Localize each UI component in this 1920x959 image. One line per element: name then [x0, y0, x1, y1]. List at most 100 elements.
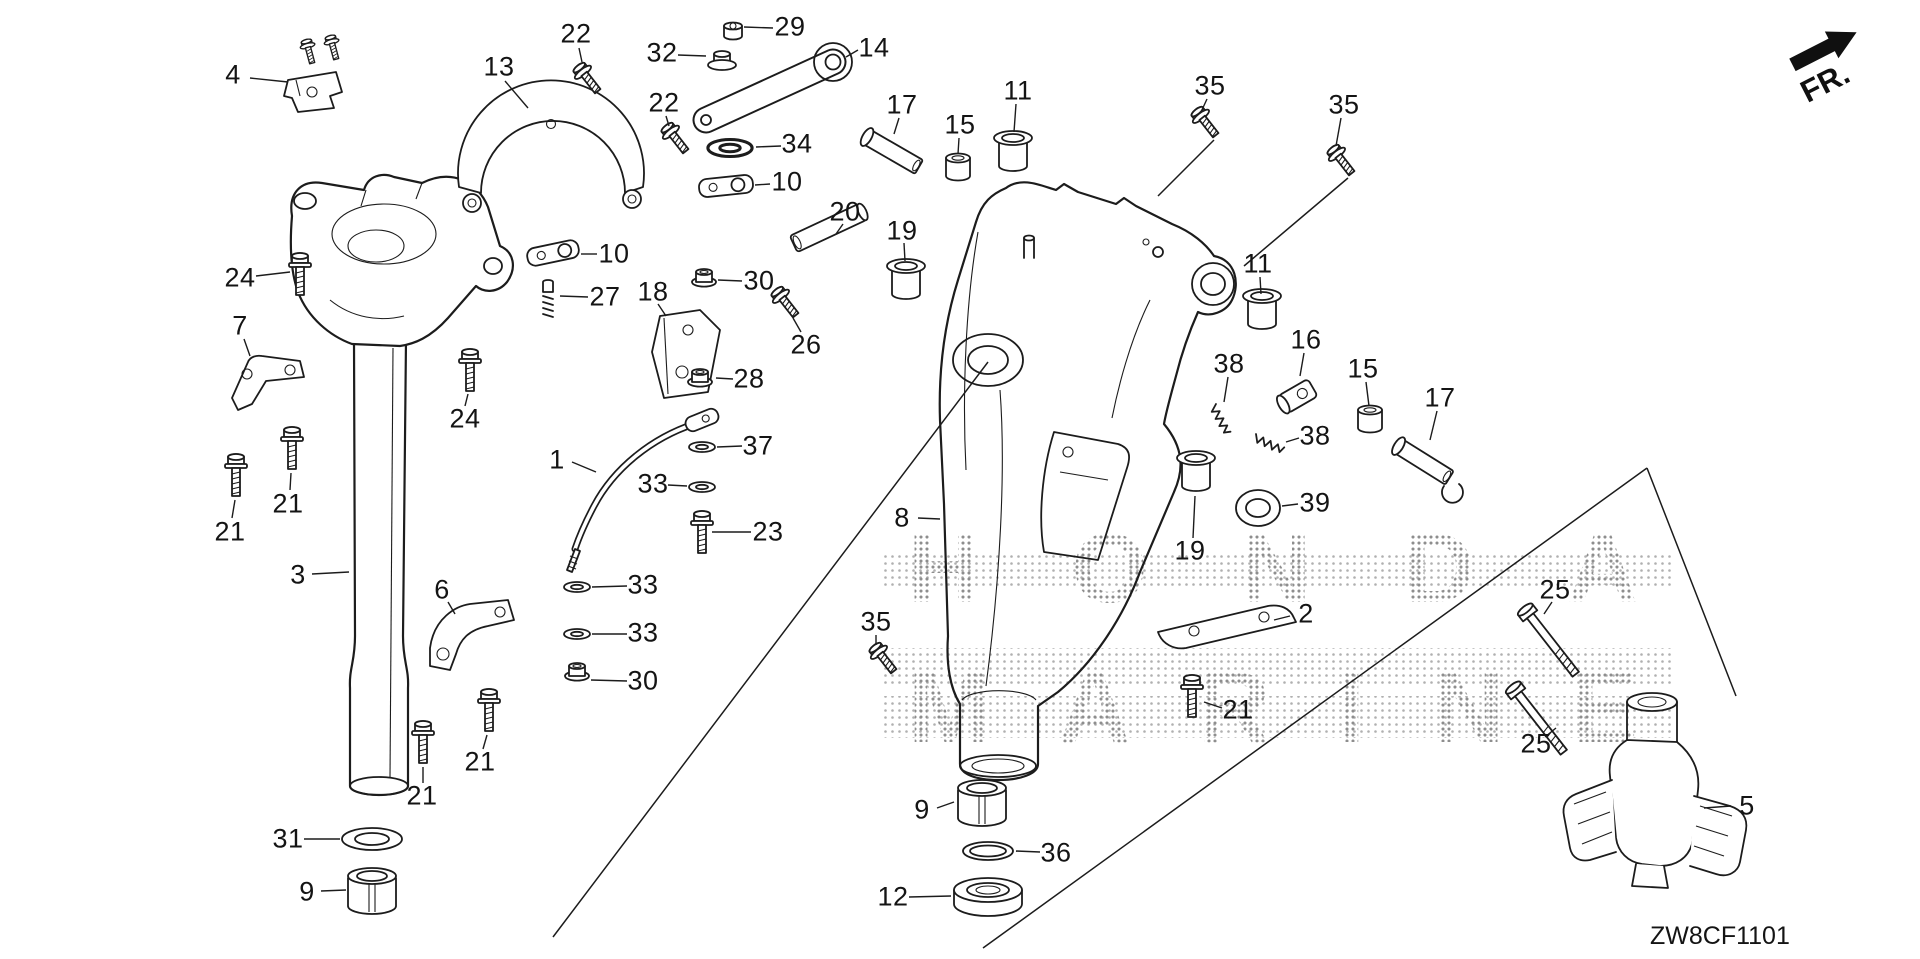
leader-line-11-41	[1259, 276, 1262, 295]
part-31-washer	[341, 827, 403, 851]
part-27-screw-spring	[542, 279, 554, 318]
leader-line-12-57	[908, 895, 952, 898]
part-10-plate	[526, 239, 580, 267]
leader-line-22-1	[578, 47, 583, 63]
leader-line-21-51	[1203, 701, 1223, 709]
part-label-9-39: 9	[299, 876, 315, 907]
leader-line-19-48	[1192, 495, 1196, 539]
part-label-14-4: 14	[858, 32, 890, 63]
part-10-plate	[698, 174, 754, 198]
part-2-lock-plate	[1157, 604, 1297, 650]
part-label-12-57: 12	[877, 881, 909, 912]
part-7-bracket	[231, 354, 305, 411]
part-3-mount-casting	[289, 173, 514, 348]
leader-line-10-8	[754, 183, 771, 186]
part-label-21-36: 21	[464, 746, 496, 777]
part-16-pivot	[1276, 379, 1318, 415]
leader-line-35-12	[1200, 98, 1208, 113]
part-label-21-29: 21	[214, 516, 246, 547]
part-32-flange-nut	[707, 50, 737, 71]
part-label-35-13: 35	[1328, 89, 1360, 120]
leader-line-28-23	[715, 377, 734, 380]
leader-line-11-11	[1013, 103, 1017, 133]
part-label-24-14: 24	[224, 262, 256, 293]
leader-line-34-7	[755, 145, 782, 148]
leader-line-17-46	[1429, 410, 1438, 441]
leader-line-9-55	[936, 801, 955, 809]
part-label-28-23: 28	[733, 363, 765, 394]
leader-line-4-0	[249, 77, 289, 83]
part-1-steering-rod	[566, 407, 720, 573]
part-label-21-51: 21	[1222, 694, 1254, 725]
leader-line-1-24	[571, 461, 597, 473]
part-label-3-31: 3	[290, 559, 306, 590]
watermark-band	[884, 552, 1674, 590]
part-label-33-26: 33	[637, 468, 669, 499]
part-label-33-32: 33	[627, 569, 659, 600]
part-label-30-35: 30	[627, 665, 659, 696]
leader-line-21-30	[289, 472, 292, 491]
part-label-22-6: 22	[648, 87, 680, 118]
leader-line-25-53	[1544, 727, 1557, 738]
leader-line-22-6	[665, 115, 670, 127]
leader-line-32-2	[677, 54, 707, 57]
part-5-stern-bracket	[1562, 692, 1748, 889]
part-label-8-40: 8	[894, 502, 910, 533]
leader-line-17-9	[893, 117, 900, 135]
part-label-15-10: 15	[944, 109, 976, 140]
part-label-21-37: 21	[406, 780, 438, 811]
part-label-10-15: 10	[598, 238, 630, 269]
leader-line-19-21	[903, 242, 906, 262]
leader-line-25-52	[1543, 601, 1553, 615]
part-label-9-55: 9	[914, 794, 930, 825]
leader-line-39-47	[1281, 503, 1299, 507]
part-label-19-21: 19	[886, 215, 918, 246]
leader-line-6-33	[447, 601, 456, 615]
leader-line-27-16	[559, 295, 589, 298]
leader-line-26-19	[792, 317, 802, 333]
part-label-15-45: 15	[1347, 353, 1379, 384]
part-4-bracket	[283, 32, 345, 113]
part-36-o-ring	[962, 841, 1014, 861]
leader-line-29-3	[743, 26, 774, 29]
part-label-35-50: 35	[860, 606, 892, 637]
leader-line-20-20	[835, 223, 844, 235]
part-label-17-9: 17	[886, 89, 918, 120]
part-label-22-1: 22	[560, 18, 592, 49]
leader-line-3-31	[311, 571, 350, 575]
leader-line-24-28	[464, 393, 469, 407]
part-label-18-17: 18	[637, 276, 669, 307]
part-8-swivel-case	[938, 181, 1237, 782]
part-label-29-3: 29	[774, 11, 806, 42]
part-label-36-56: 36	[1040, 837, 1072, 868]
leader-line-38-43	[1223, 376, 1229, 403]
fr-arrow-icon	[1789, 31, 1857, 72]
part-label-7-22: 7	[232, 310, 248, 341]
part-label-38-44: 38	[1299, 420, 1331, 451]
part-label-34-7: 34	[781, 128, 813, 159]
part-label-13-5: 13	[483, 51, 515, 82]
part-label-4-0: 4	[225, 59, 241, 90]
diagram-code: ZW8CF1101	[1650, 922, 1790, 950]
part-label-39-47: 39	[1299, 487, 1331, 518]
group-steering-shaft	[289, 173, 514, 797]
part-label-11-11: 11	[1003, 75, 1033, 106]
part-20-pin	[789, 202, 869, 253]
group-swivel-case	[938, 181, 1237, 782]
leader-line-33-32	[591, 585, 628, 588]
leader-line-8-40	[917, 517, 941, 520]
leader-line-38-44	[1285, 437, 1300, 443]
leader-line-7-22	[243, 338, 251, 357]
part-label-10-8: 10	[771, 166, 803, 197]
leader-line-30-35	[590, 679, 628, 682]
part-label-35-12: 35	[1194, 70, 1226, 101]
part-label-32-2: 32	[646, 37, 678, 68]
leader-line-15-45	[1365, 381, 1370, 407]
part-label-38-43: 38	[1213, 348, 1245, 379]
part-label-2-49: 2	[1298, 598, 1314, 629]
leader-line-15-10	[957, 137, 960, 155]
part-label-21-30: 21	[272, 488, 304, 519]
leader-line-21-29	[231, 499, 236, 519]
part-13-bracket	[457, 79, 645, 213]
